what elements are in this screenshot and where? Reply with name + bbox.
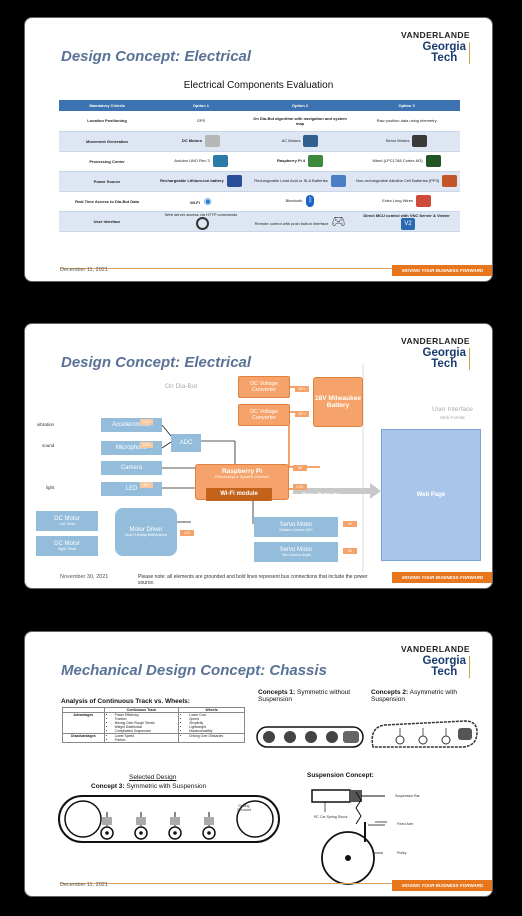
concept2-label: Concepts 2: Asymmetric with Suspension (371, 689, 457, 703)
slide-title: Design Concept: Electrical (61, 354, 252, 371)
voltage-tag: 3.3V (293, 484, 307, 490)
slide-chassis-design[interactable]: Mechanical Design Concept: Chassis VANDE… (24, 631, 493, 897)
slide-electrical-evaluation[interactable]: Design Concept: Electrical VANDERLANDE G… (24, 17, 493, 282)
ac-motor-image (303, 135, 319, 147)
suspension-heading: Suspension Concept: (307, 772, 374, 779)
footer-tagline: MOVING YOUR BUSINESS FORWARD (392, 572, 492, 583)
raspberry-pi-image (308, 155, 324, 167)
wifi-icon: ◉ (203, 195, 212, 206)
alkaline-battery-image (442, 175, 458, 187)
slide-electrical-diagram[interactable]: Design Concept: Electrical VANDERLANDE G… (24, 323, 493, 589)
arduino-image (212, 155, 228, 167)
camera: Camera (101, 461, 162, 475)
voltage-tag: 5V (343, 548, 357, 554)
mbed-image (425, 155, 441, 167)
voltage-tag: 12V (180, 530, 194, 536)
voltage-tag: 18 V (295, 411, 309, 417)
sound-label: sound (42, 443, 55, 448)
slide-date: November 30, 2021 (60, 574, 109, 580)
slide-date: December 11, 2021 (60, 882, 108, 888)
pulley-label: Pulley (397, 851, 407, 855)
bluetooth-icon: ᛒ (306, 195, 315, 207)
gt-logo-line2: Tech (431, 52, 458, 64)
concept1-label: Concepts 1: Symmetric without Suspension (258, 689, 351, 703)
gt-logo-line1: Georgia (422, 41, 466, 53)
dc-voltage-converter: DC Voltage Converter (238, 404, 290, 426)
table-row: Movement Generation DC Motors AC Motors … (59, 131, 460, 152)
chassis-drawings (58, 720, 478, 885)
footer-tagline: MOVING YOUR BUSINESS FORWARD (392, 880, 492, 891)
table-row: User Interface Web server access via HTT… (59, 211, 460, 232)
slide-date: December 11, 2021 (60, 267, 108, 273)
gt-logo-line2: Tech (431, 358, 458, 370)
ui-label: User Interface (432, 406, 473, 413)
ui-sub-label: Web Format (440, 415, 465, 420)
dc-motor-image (205, 135, 221, 147)
lithium-battery-image (226, 175, 242, 187)
table-row: Advantages Power Efficiency Traction Mov… (62, 712, 245, 734)
wifi-module: Wi-Fi module (206, 488, 272, 501)
adc: ADC (171, 434, 201, 452)
gt-logo-line2: Tech (431, 666, 458, 678)
comparison-table: Continuous Track Wheels Advantages Power… (62, 707, 245, 743)
light-label: light (46, 485, 55, 490)
voltage-tag: 3.3V (140, 419, 153, 425)
concept3-label: Concept 3: Symmetric with Suspension (91, 783, 207, 790)
table-row: Real Time Access to Dia-Bot Data Wi-Fi◉ … (59, 191, 460, 212)
data-outputs-label: Data Outputs (302, 493, 340, 499)
voltage-tag: 5V (343, 521, 357, 527)
table-row: Processing Center Arduino UNO Rev 3 Rasp… (59, 151, 460, 172)
fixed-axle-label: Fixed Axle (397, 822, 414, 826)
table-subtitle: Electrical Components Evaluation (183, 80, 334, 91)
evaluation-table: Mandatory Criteria Option 1 Option 2 Opt… (59, 100, 460, 232)
voltage-tag: 5V (140, 482, 153, 488)
table-row: Disadvantages Lower Speed Friction Drivi… (62, 733, 245, 743)
table-row: Power Source Rechargeable Lithium-ion ba… (59, 171, 460, 192)
vnc-icon: V2 (401, 217, 416, 230)
vanderlande-logo: VANDERLANDE (401, 644, 470, 654)
footer-tagline: MOVING YOUR BUSINESS FORWARD (392, 265, 492, 276)
lead-acid-battery-image (330, 175, 346, 187)
web-page: Web Page (381, 429, 481, 561)
battery: 18V Milwaukee Battery (313, 377, 363, 427)
globe-icon (195, 217, 209, 230)
col-header: Mandatory Criteria (59, 100, 155, 111)
table-row: Location Positioning GPS On Dia-Bot algo… (59, 111, 460, 132)
suspension-bar-label: Suspension Bar (395, 794, 420, 798)
on-bot-label: On Dia-Bot (165, 383, 198, 390)
note-text: Please note: all elements are grounded a… (138, 574, 368, 586)
driving-sprocket-label: Driving Sprocket (237, 804, 251, 812)
wires-image (415, 195, 431, 207)
servo-motor-image (412, 135, 428, 147)
vibration-label: vibration (37, 422, 55, 427)
gamepad-icon: 🎮︎ (331, 215, 346, 228)
vanderlande-logo: VANDERLANDE (401, 336, 470, 346)
voltage-tag: 3.3V (140, 442, 153, 448)
col-header: Option 2 (246, 100, 354, 111)
gt-logo-line1: Georgia (422, 347, 466, 359)
voltage-tag: 5V (293, 465, 307, 471)
selected-design-label: Selected Design (129, 774, 177, 781)
col-header: Option 3 (353, 100, 460, 111)
gt-logo-line1: Georgia (422, 655, 466, 667)
dc-voltage-converter: DC Voltage Converter (238, 376, 290, 398)
voltage-tag: 18 V (295, 386, 309, 392)
slide-title: Mechanical Design Concept: Chassis (61, 662, 327, 679)
spring-label: RC Car Spring Shock (314, 815, 348, 819)
slide-title: Design Concept: Electrical (61, 48, 252, 65)
vanderlande-logo: VANDERLANDE (401, 30, 470, 40)
analysis-heading: Analysis of Continuous Track vs. Wheels: (61, 698, 190, 705)
col-header: Option 1 (155, 100, 247, 111)
